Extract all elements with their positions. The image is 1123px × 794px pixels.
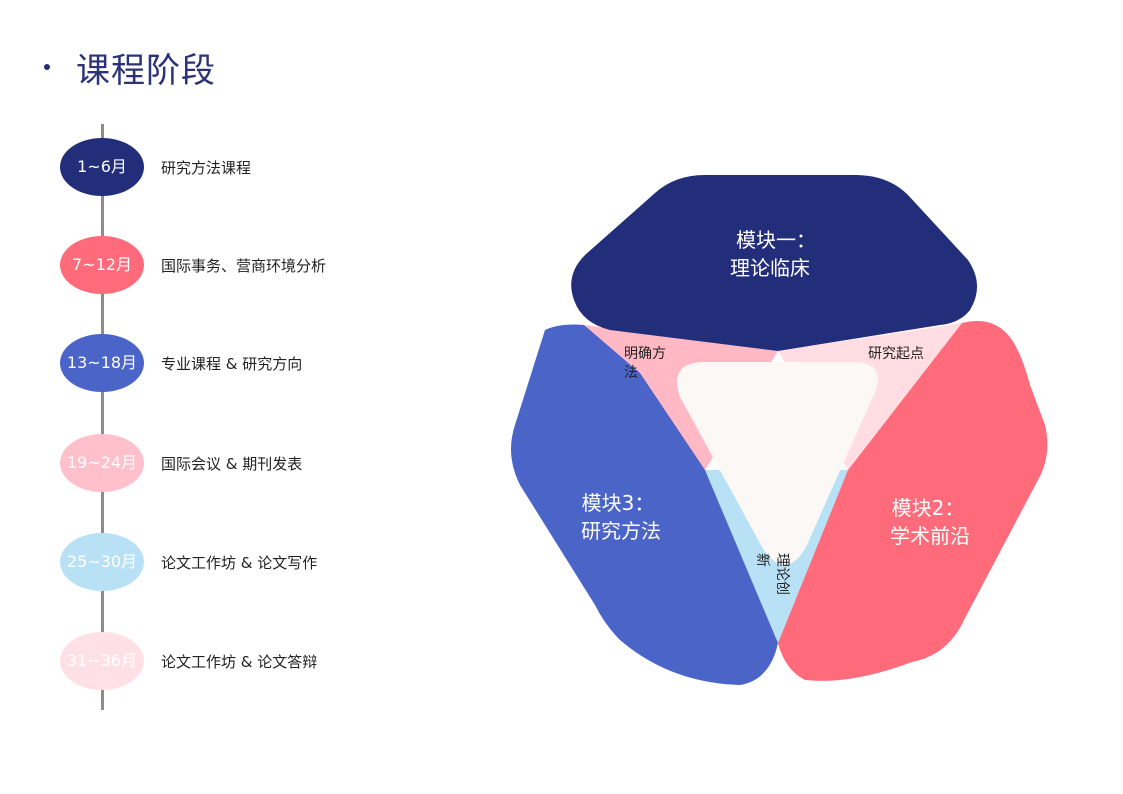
stage-period-badge: 1~6月 <box>60 138 144 196</box>
timeline-stage-4: 19~24月 国际会议 & 期刊发表 <box>60 434 420 494</box>
stage-label: 研究方法课程 <box>161 159 252 177</box>
timeline-stage-1: 1~6月 研究方法课程 <box>60 138 420 198</box>
module-1-title: 模块一： <box>736 228 816 252</box>
connector-left-label-2: 法 <box>624 365 638 381</box>
title-bullet <box>44 64 50 70</box>
stage-label: 国际会议 & 期刊发表 <box>161 455 303 473</box>
stage-period-badge: 19~24月 <box>60 434 144 492</box>
module-1-subtitle: 理论临床 <box>730 256 810 280</box>
timeline-line <box>101 124 104 710</box>
stage-label: 国际事务、营商环境分析 <box>161 257 327 275</box>
module-1-shape <box>571 175 978 351</box>
module-2-shape <box>778 321 1048 681</box>
page-title: 课程阶段 <box>76 50 216 91</box>
connector-right-label: 研究起点 <box>868 346 924 362</box>
stage-label: 专业课程 & 研究方向 <box>161 355 303 373</box>
module-diagram: 模块一： 理论临床 模块2： 学术前沿 模块3： 研究方法 明确方 法 研究起点… <box>500 165 1060 695</box>
timeline: 1~6月 研究方法课程 7~12月 国际事务、营商环境分析 13~18月 专业课… <box>0 0 420 794</box>
module-2-title: 模块2： <box>892 496 965 520</box>
connector-bottom-label-2: 新 <box>754 553 770 567</box>
center-triangle <box>677 362 878 565</box>
stage-period-badge: 31~36月 <box>60 632 144 690</box>
module-3-title: 模块3： <box>582 491 655 515</box>
timeline-stage-2: 7~12月 国际事务、营商环境分析 <box>60 236 420 296</box>
timeline-stage-3: 13~18月 专业课程 & 研究方向 <box>60 334 420 394</box>
timeline-stage-5: 25~30月 论文工作坊 & 论文写作 <box>60 533 420 593</box>
stage-label: 论文工作坊 & 论文答辩 <box>161 653 318 671</box>
stage-period-badge: 7~12月 <box>60 236 144 294</box>
stage-period-badge: 13~18月 <box>60 334 144 392</box>
module-3-subtitle: 研究方法 <box>581 519 661 543</box>
connector-left-label-1: 明确方 <box>624 346 666 362</box>
module-diagram-svg: 模块一： 理论临床 模块2： 学术前沿 模块3： 研究方法 明确方 法 研究起点… <box>511 175 1048 685</box>
timeline-stage-6: 31~36月 论文工作坊 & 论文答辩 <box>60 632 420 692</box>
connector-bottom-label-1: 理论创 <box>774 553 790 595</box>
page-header: 课程阶段 <box>44 42 216 92</box>
module-2-subtitle: 学术前沿 <box>890 524 970 548</box>
stage-label: 论文工作坊 & 论文写作 <box>161 554 318 572</box>
stage-period-badge: 25~30月 <box>60 533 144 591</box>
module-3-shape <box>511 324 778 685</box>
